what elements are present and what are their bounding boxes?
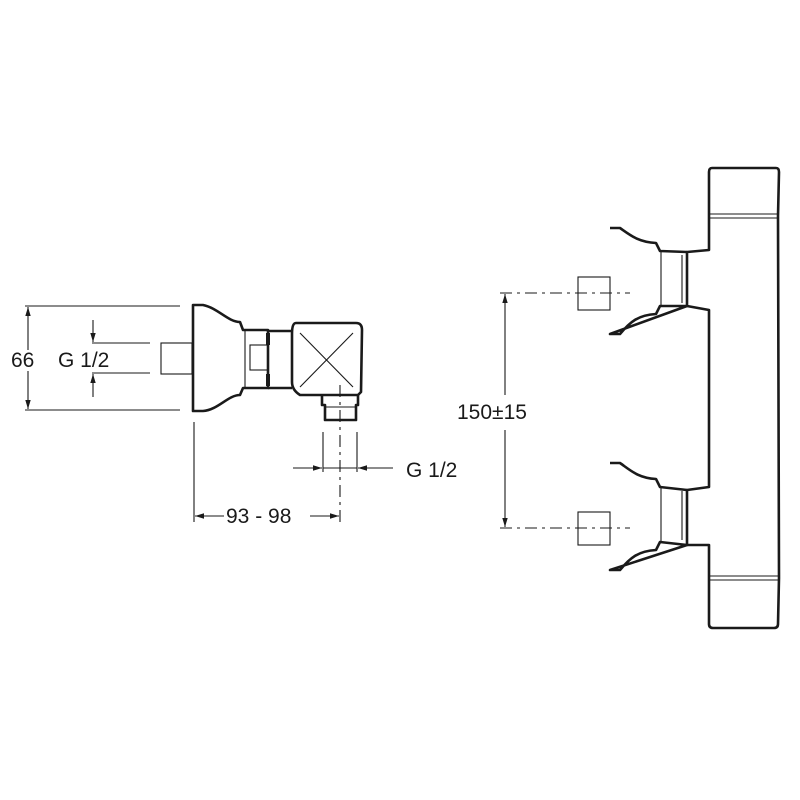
inlet-thread-label: G 1/2 [58, 349, 110, 372]
thermostat-bar [685, 166, 781, 630]
inlet-spacing-label: 150±15 [457, 401, 527, 424]
front-view [500, 166, 781, 630]
seal-mark [266, 374, 270, 386]
lower-escutcheon [608, 461, 689, 572]
outlet-thread-label: G 1/2 [406, 459, 458, 482]
projection-label: 93 - 98 [224, 505, 294, 528]
height-label: 66 [11, 349, 35, 372]
inlet-pipe [160, 342, 193, 375]
valve-cube [290, 321, 364, 397]
escutcheon [191, 303, 270, 413]
inner-nut [249, 344, 269, 371]
cross-line [299, 332, 354, 388]
connector-body [268, 329, 292, 390]
seal-mark [266, 333, 270, 345]
upper-escutcheon [608, 226, 689, 336]
side-view [25, 303, 393, 522]
